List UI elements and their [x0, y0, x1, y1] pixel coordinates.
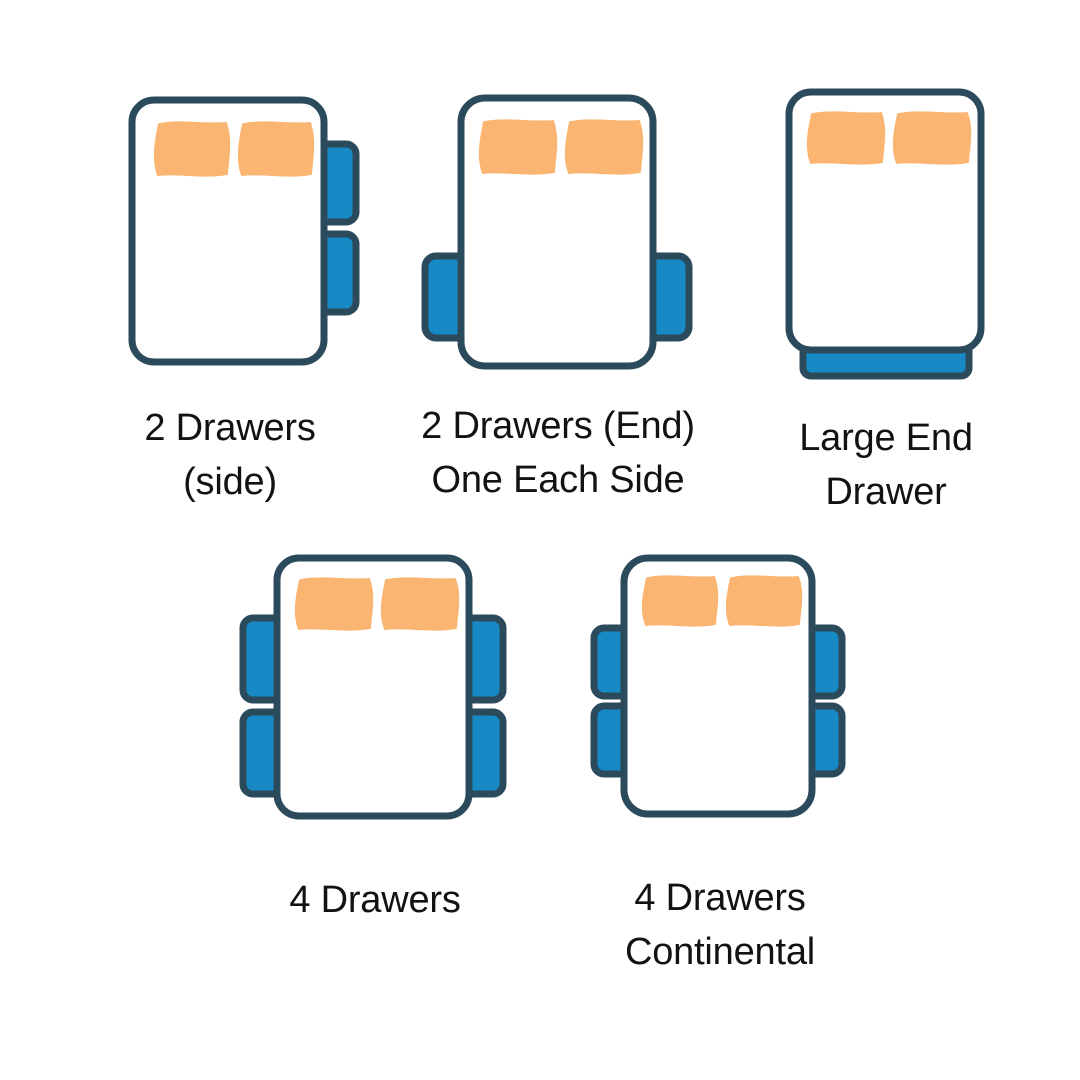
drawer-1-left[interactable] — [239, 614, 283, 704]
bed-option-two-drawers-end-one-each-side[interactable]: 2 Drawers (End) One Each Side — [398, 88, 718, 508]
pillow-1 — [641, 575, 719, 627]
drawer-group — [239, 614, 507, 798]
drawer-group — [421, 252, 693, 342]
bed-illustration — [785, 88, 985, 380]
drawer-3-right[interactable] — [463, 614, 507, 704]
bed-option-four-drawers-continental[interactable]: 4 Drawers Continental — [560, 548, 880, 980]
bed-illustration — [128, 96, 360, 366]
drawer-3-right[interactable] — [806, 624, 846, 700]
bed-option-four-drawers[interactable]: 4 Drawers — [215, 548, 535, 928]
bed-option-label: 2 Drawers (End) One Each Side — [421, 405, 695, 501]
bed-option-two-drawers-side[interactable]: 2 Drawers (side) — [60, 88, 400, 510]
drawer-group — [318, 140, 360, 316]
drawer-4-right[interactable] — [806, 702, 846, 778]
pillow-group — [153, 121, 315, 177]
pillow-2 — [564, 119, 644, 175]
bed-illustration — [239, 554, 507, 820]
pillow-group — [641, 575, 803, 627]
bed-option-large-end-drawer[interactable]: Large End Drawer — [736, 80, 1036, 520]
drawer-4-right[interactable] — [463, 708, 507, 798]
pillow-1 — [153, 121, 231, 177]
drawer-2-left[interactable] — [590, 702, 630, 778]
pillow-group — [478, 119, 644, 175]
bed-option-label: Large End Drawer — [799, 417, 973, 513]
drawer-1-left[interactable] — [590, 624, 630, 700]
pillow-2 — [892, 111, 972, 165]
pillow-group — [806, 111, 972, 165]
pillow-1 — [478, 119, 558, 175]
drawer-1-right[interactable] — [318, 140, 360, 226]
drawer-2-right[interactable] — [318, 230, 360, 316]
drawer-group — [590, 624, 846, 778]
pillow-group — [294, 577, 460, 631]
pillow-2 — [725, 575, 803, 627]
bed-option-label: 4 Drawers — [289, 879, 461, 921]
bed-illustration — [590, 554, 846, 818]
drawer-2-left[interactable] — [239, 708, 283, 798]
bed-illustration — [421, 94, 693, 370]
pillow-2 — [237, 121, 315, 177]
drawer-1-left[interactable] — [421, 252, 467, 342]
bed-option-label: 4 Drawers Continental — [624, 877, 816, 973]
pillow-1 — [294, 577, 374, 631]
pillow-2 — [380, 577, 460, 631]
pillow-1 — [806, 111, 886, 165]
drawer-2-right[interactable] — [647, 252, 693, 342]
bed-option-label: 2 Drawers (side) — [144, 407, 316, 503]
